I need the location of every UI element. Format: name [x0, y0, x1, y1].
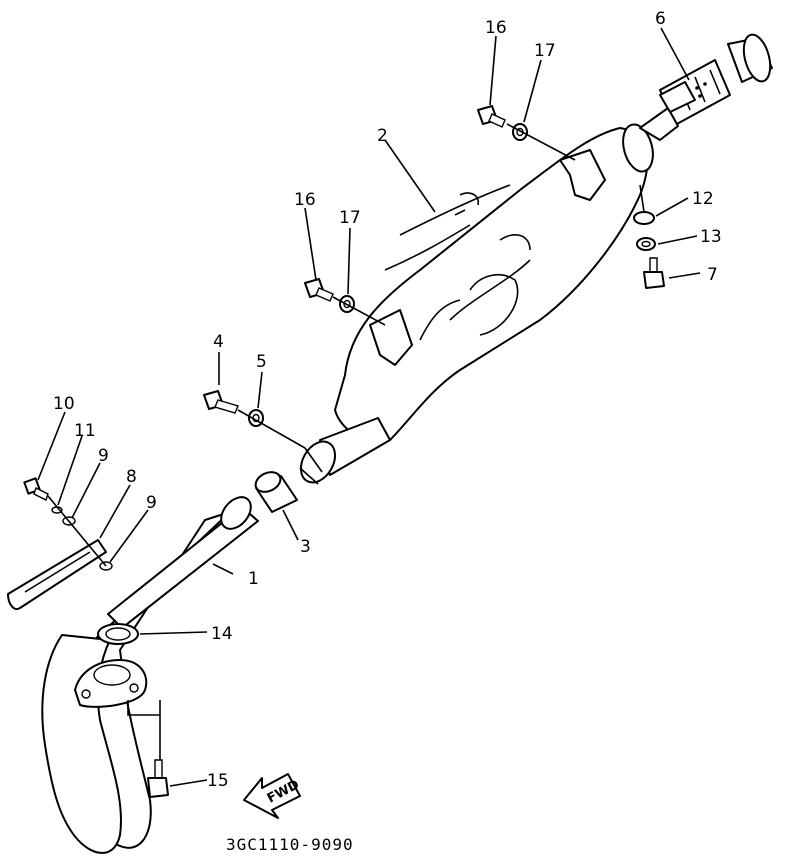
flange-gasket: [97, 623, 139, 645]
washer-17-upper: [512, 123, 528, 141]
callout-13: 13: [700, 227, 722, 247]
callout-15: 15: [207, 771, 229, 791]
callout-16b: 16: [294, 190, 316, 210]
callout-2: 2: [377, 126, 388, 146]
leader-lines: [37, 27, 701, 787]
bolt-16-upper: [477, 105, 506, 128]
callout-labels: 1 2 3 4 5 6 7 8 9 9 10 11 12 13 14 15 16…: [53, 9, 722, 791]
pipe-joint: [254, 471, 298, 513]
callout-3: 3: [300, 537, 311, 557]
callout-7: 7: [707, 265, 718, 285]
callout-10: 10: [53, 394, 75, 414]
washer-13: [636, 237, 656, 251]
callout-1: 1: [248, 569, 259, 589]
callout-17a: 17: [534, 41, 556, 61]
callout-9b: 9: [146, 493, 157, 513]
callout-5: 5: [256, 352, 267, 372]
bolt-15: [147, 759, 169, 798]
drawing-code: 3GC1110-9090: [226, 835, 354, 854]
exhaust-pipe: [41, 496, 259, 854]
callout-17b: 17: [339, 208, 361, 228]
callout-6: 6: [655, 9, 666, 29]
callout-16a: 16: [485, 18, 507, 38]
callout-9a: 9: [98, 446, 109, 466]
assembly-lines: [47, 123, 645, 760]
bolt-4: [203, 390, 239, 414]
muffler: [299, 123, 654, 485]
callout-11: 11: [74, 421, 96, 441]
callout-4: 4: [213, 332, 224, 352]
washer-12: [633, 211, 655, 225]
callout-12: 12: [692, 189, 714, 209]
tail-pipe: [639, 33, 773, 141]
exhaust-flange: [74, 659, 148, 708]
pipe-bracket: [7, 539, 107, 610]
callout-14: 14: [211, 624, 233, 644]
callout-8: 8: [126, 467, 137, 487]
forward-arrow: FWD: [243, 773, 302, 819]
bolt-10: [23, 477, 49, 501]
bolt-16-lower: [304, 278, 334, 302]
bolt-7: [643, 257, 665, 289]
